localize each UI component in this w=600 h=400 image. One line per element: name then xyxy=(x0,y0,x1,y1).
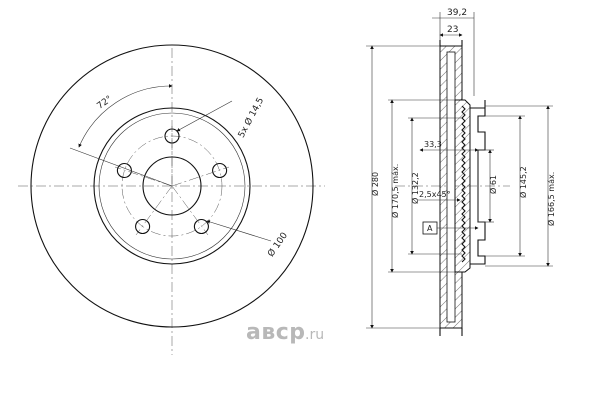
datum-label: A xyxy=(427,224,433,233)
chamfer-label: 2,5x45° xyxy=(419,190,451,199)
hub-teeth xyxy=(461,105,466,263)
bolt-hole xyxy=(193,218,209,235)
angle-arc xyxy=(78,84,173,148)
overall-width-label: 39,2 xyxy=(447,8,467,18)
hat-section xyxy=(454,99,471,273)
disc-outer-edge xyxy=(30,44,314,328)
pcd-label: Ø 100 xyxy=(265,230,290,259)
front-view: 72° 5x Ø 14,5 Ø 100 xyxy=(18,44,325,355)
watermark-name: aвсp xyxy=(246,320,306,345)
center-bore-label: Ø 61 xyxy=(488,175,498,194)
vent-ribs xyxy=(446,51,456,323)
outer-diameter-label: Ø 280 xyxy=(370,172,380,196)
watermark-tld: .ru xyxy=(305,327,324,343)
center-bore xyxy=(142,156,202,216)
bolt-hole xyxy=(116,162,132,179)
bolt-hole xyxy=(135,218,151,235)
angle-label: 72° xyxy=(96,94,115,111)
bolt-hole xyxy=(212,162,228,179)
hub-diameter-label: Ø 132,2 xyxy=(410,172,420,204)
hat-depth-label: 33,3 xyxy=(424,140,442,149)
bolt-hole-label: 5x Ø 14,5 xyxy=(236,96,266,140)
max-diameter-label: Ø 166,5 máx. xyxy=(546,172,556,226)
disc-thickness-label: 23 xyxy=(447,25,458,35)
section-view: 39,2 23 Ø 280 Ø 170,5 máx. Ø 132,2 33,3 … xyxy=(366,8,556,336)
inner-ring-diameter-label: Ø 170,5 máx. xyxy=(390,164,400,218)
watermark: aвсp .ru xyxy=(246,320,324,345)
hat-outer-diameter-label: Ø 145,2 xyxy=(518,166,528,198)
